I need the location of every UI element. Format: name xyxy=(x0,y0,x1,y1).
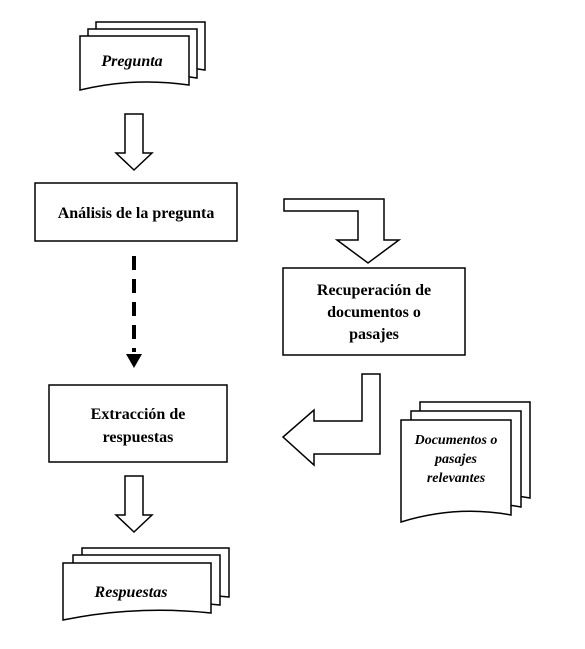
retrieval-label-line-2: documentos o xyxy=(327,304,421,321)
analysis-label: Análisis de la pregunta xyxy=(58,205,215,222)
extraction-label-line-1: Extracción de xyxy=(91,406,186,423)
relevant-docs-label-line-1: Documentos o xyxy=(414,433,498,448)
extraction-box: Extracción de respuestas xyxy=(48,384,228,463)
relevant-docs-label-line-2: pasajes xyxy=(434,452,478,467)
arrow-question-to-analysis xyxy=(114,113,154,172)
analysis-box: Análisis de la pregunta xyxy=(34,182,238,242)
question-doc-sheet-front xyxy=(79,35,190,91)
question-doc-label: Pregunta xyxy=(100,53,162,70)
answers-doc-sheet-front xyxy=(62,562,212,621)
relevant-docs-label-line-3: relevantes xyxy=(427,471,486,486)
arrow-retrieval-to-extraction xyxy=(281,373,381,467)
dashed-arrow-analysis-to-extraction xyxy=(126,256,142,368)
arrow-extraction-to-answers xyxy=(114,475,154,534)
retrieval-label-line-3: pasajes xyxy=(349,326,399,343)
relevant-documents: Documentos o pasajes relevantes xyxy=(400,401,531,524)
arrow-analysis-to-retrieval xyxy=(283,198,402,264)
retrieval-box: Recuperación de documentos o pasajes xyxy=(282,267,466,356)
extraction-label-line-2: respuestas xyxy=(103,429,174,446)
relevant-doc-sheet-front xyxy=(400,419,512,524)
question-document: Pregunta xyxy=(79,21,206,91)
answers-doc-label: Respuestas xyxy=(94,584,168,601)
retrieval-label-line-1: Recuperación de xyxy=(317,282,431,299)
answers-document: Respuestas xyxy=(62,547,230,621)
